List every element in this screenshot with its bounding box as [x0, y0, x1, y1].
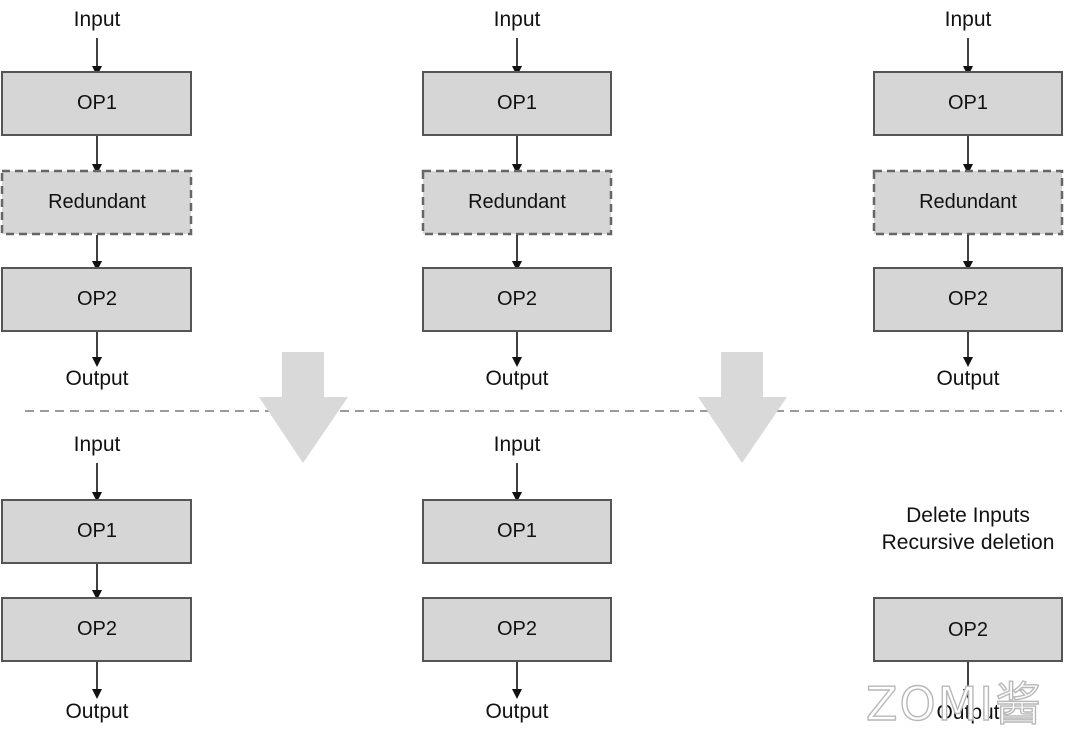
left-top-redundant-box	[0, 169, 193, 236]
left-top-op1-label: OP1	[76, 92, 118, 114]
right-top-op2-box	[873, 267, 1063, 332]
left-bottom-input-label: Input	[73, 433, 121, 456]
middle-bottom-op2-label: OP2	[496, 618, 538, 640]
right-top-output-label: Output	[936, 367, 1000, 390]
middle-top-output-label: Output	[485, 367, 549, 390]
left-bottom-op1-box	[1, 499, 192, 564]
right-top-flow	[872, 38, 1064, 367]
right-top-input-label: Input	[944, 8, 992, 31]
middle-top-op2-box	[422, 267, 612, 332]
middle-top-input-label: Input	[493, 8, 541, 31]
left-bottom-op2-label: OP2	[76, 618, 118, 640]
right-top-redundant-label: Redundant	[919, 191, 1017, 213]
right-bottom-output-label: Output	[936, 701, 1000, 724]
middle-bottom-op1-label: OP1	[496, 520, 538, 542]
left-bottom-op1-label: OP1	[76, 520, 118, 542]
middle-top-op1-box	[422, 71, 612, 136]
left-bottom-op2-box	[1, 597, 192, 662]
middle-bottom-output-label: Output	[485, 700, 549, 723]
middle-bottom-op1-box	[422, 499, 612, 564]
left-top-input-label: Input	[73, 8, 121, 31]
middle-top-flow	[421, 38, 613, 367]
middle-top-redundant-box	[421, 169, 613, 236]
left-top-output-label: Output	[65, 367, 129, 390]
watermark-logo: ZOMI酱	[865, 676, 1043, 731]
left-top-redundant-label: Redundant	[48, 191, 146, 213]
transform-arrow-2	[698, 352, 787, 463]
right-bottom-note-line2: Recursive deletion	[881, 531, 1055, 554]
middle-bottom-op2-box	[422, 597, 612, 662]
right-top-redundant-box	[872, 169, 1064, 236]
left-top-flow	[0, 38, 193, 367]
right-top-op2-label: OP2	[947, 288, 989, 310]
left-bottom-flow	[1, 463, 192, 699]
left-top-op2-box	[1, 267, 192, 332]
transform-arrow-1	[259, 352, 348, 463]
left-bottom-output-label: Output	[65, 700, 129, 723]
middle-bottom-flow	[422, 463, 612, 699]
right-bottom-note-line1: Delete Inputs	[906, 504, 1030, 527]
right-top-op1-box	[873, 71, 1063, 136]
right-top-op1-label: OP1	[947, 92, 989, 114]
middle-top-redundant-label: Redundant	[468, 191, 566, 213]
right-bottom-flow	[873, 597, 1063, 699]
middle-top-op2-label: OP2	[496, 288, 538, 310]
middle-bottom-input-label: Input	[493, 433, 541, 456]
right-bottom-op2-box	[873, 597, 1063, 662]
middle-top-op1-label: OP1	[496, 92, 538, 114]
left-top-op2-label: OP2	[76, 288, 118, 310]
right-bottom-op2-label: OP2	[947, 619, 989, 641]
left-top-op1-box	[1, 71, 192, 136]
